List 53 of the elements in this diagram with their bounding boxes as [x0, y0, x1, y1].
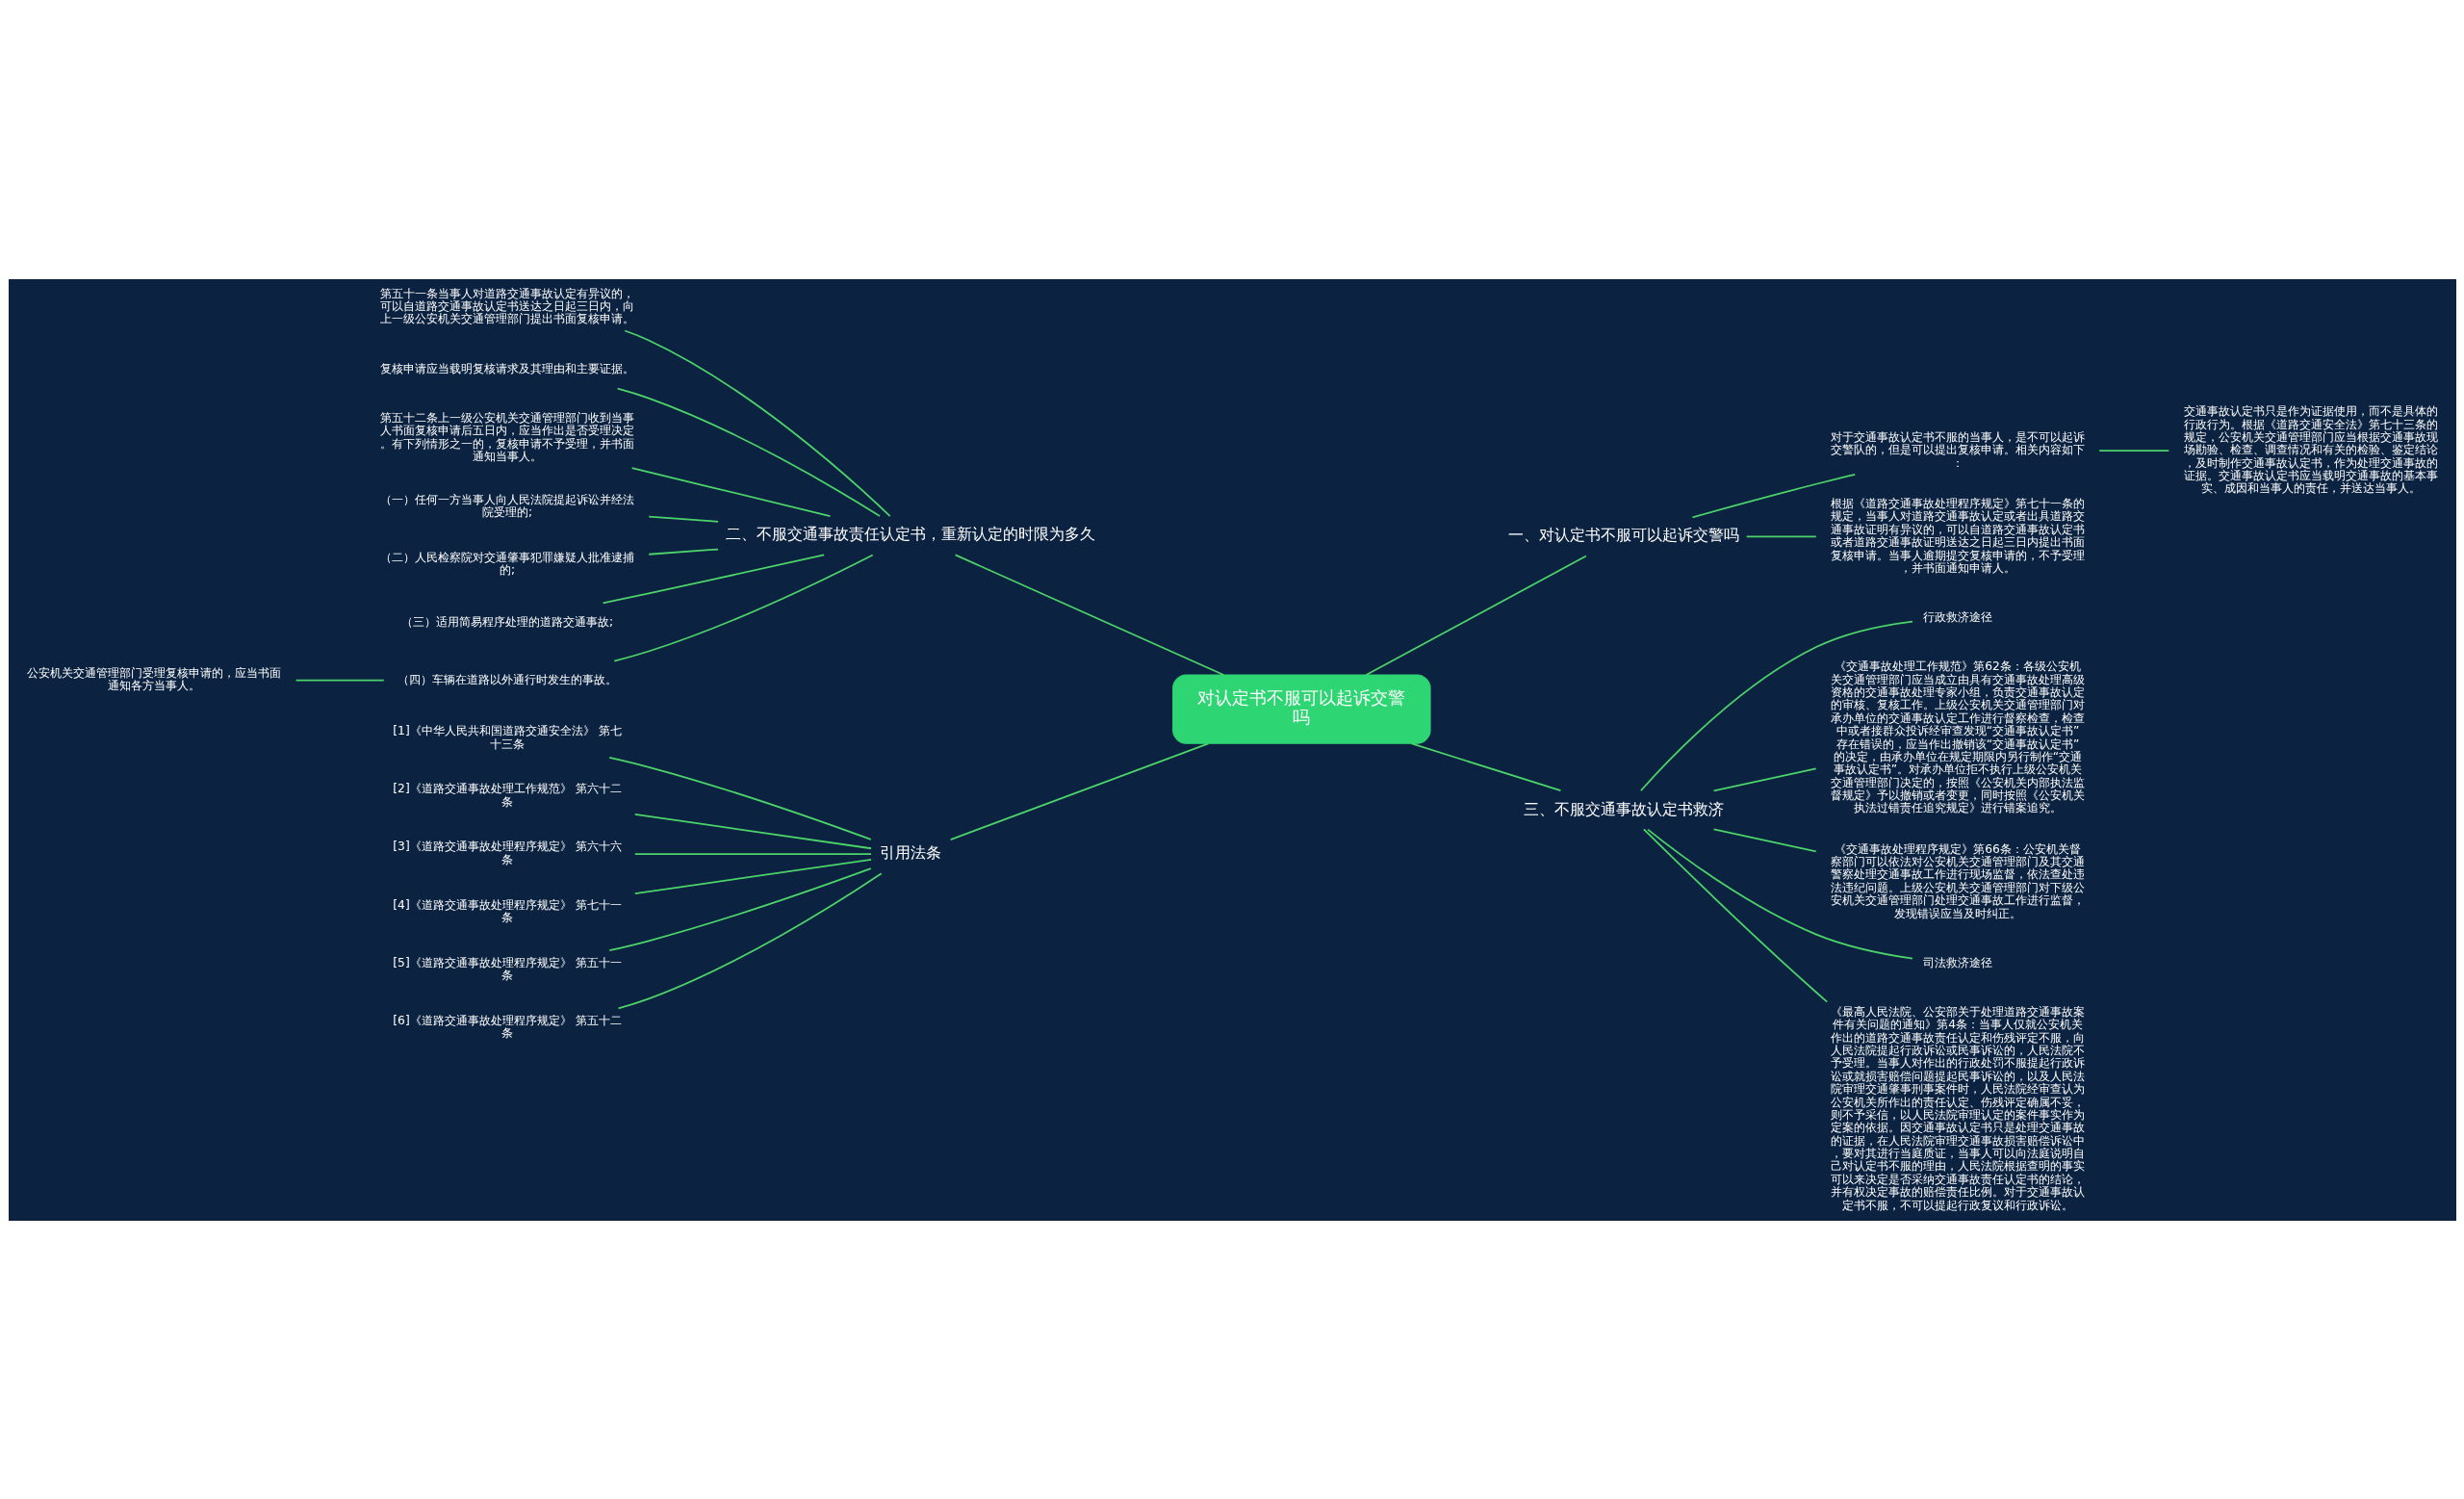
connector	[2097, 449, 2169, 452]
connector	[616, 387, 881, 517]
node-text: （二）人民检察院对交通肇事犯罪嫌疑人批准逮捕的;	[379, 550, 634, 577]
node-text: 《最高人民法院、公安部关于处理道路交通事故案件有关问题的通知》第4条：当事人仅就公安机关作出的道路交通事故责任认定和伤残评定不服，向人民法院提起行政诉讼或民事诉讼的，人民法院不予受理。当事人对作出的行政处罚不服提起行政诉讼或就损害赔偿问题提起民事诉讼的，以及人民法院审理交通肇事刑事案件时，人民法院经审查认为公安机关所作出的责任认定、伤残评定确属不妥，则不予采信，以人民法院审理认定的案件事实作为定案的依据。因交通事故认定书只是处理交通事故的证据，在人民法院审理交通事故损害赔偿诉讼中，要对其进行当庭质证，当事人可以向法庭说明自己对认定书不服的理由，人民法院根据查明的事实可以来决定是否采纳交通事故责任认定书的结论，并有权决定事故的赔偿责任比例。对于交通事故认定书不服，不可以提起行政复议和行政诉讼。	[1830, 1004, 2085, 1212]
connector	[633, 813, 872, 849]
connector	[623, 329, 891, 517]
connector	[1691, 473, 1856, 518]
connector	[1646, 828, 1913, 960]
node-text: 引用法条	[879, 843, 941, 862]
node-text: 交通事故认定书只是作为证据使用，而不是具体的行政行为。根据《道路交通安全法》第七十三条的规定，公安机关交通管理部门应当根据交通事故现场勘验、检查、调查情况和有关的检验、鉴定结论，及时制作交通事故认定书，作为处理交通事故的证据。交通事故认定书应当载明交通事故的基本事实、成因和当事人的责任，并送达当事人。	[2183, 403, 2438, 495]
node-text: （三）适用简易程序处理的道路交通事故;	[400, 614, 613, 629]
connector	[1639, 620, 1913, 791]
connector	[630, 466, 831, 517]
node-text: [3]《道路交通事故处理程序规定》 第六十六条	[392, 839, 622, 866]
node-text: [5]《道路交通事故处理程序规定》 第五十一条	[392, 955, 622, 982]
node-text: 对于交通事故认定书不服的当事人，是不可以起诉交警队的，但是可以提出复核申请。相关内容如下：	[1830, 429, 2085, 470]
node-text: 根据《道路交通事故处理程序规定》第七十一条的规定，当事人对道路交通事故认定或者出具道路交通事故证明有异议的，可以自道路交通事故认定书或者道路交通事故证明送达之日起三日内提出书面复核申请。当事人逾期提交复核申请的，不予受理，并书面通知申请人。	[1830, 496, 2085, 575]
connector	[633, 852, 872, 855]
node-text: 《交通事故处理程序规定》第66条：公安机关督察部门可以依法对公安机关交通管理部门及其交通警察处理交通事故工作进行现场监督，依法查处违法违纪问题。上级公安机关交通管理部门对下级公安机关交通管理部门处理交通事故工作进行监督，发现错误应当及时纠正。	[1830, 841, 2085, 920]
node-text: 第五十一条当事人对道路交通事故认定有异议的，可以自道路交通事故认定书送达之日起三日内，向上一级公安机关交通管理部门提出书面复核申请。	[379, 286, 634, 325]
node-text: （一）任何一方当事人向人民法院提起诉讼并经法院受理的;	[379, 492, 634, 519]
connector	[633, 858, 872, 894]
node-text: 司法救济途径	[1922, 955, 1992, 969]
node-text: 第五十二条上一级公安机关交通管理部门收到当事人书面复核申请后五日内，应当作出是否受理决定。有下列情形之一的，复核申请不予受理，并书面通知当事人。	[379, 410, 634, 463]
connector	[1365, 555, 1587, 676]
connector	[607, 756, 872, 840]
node-text: [4]《道路交通事故处理程序规定》 第七十一条	[392, 897, 622, 924]
node-text: 公安机关交通管理部门受理复核申请的，应当书面通知各方当事人。	[26, 665, 281, 692]
connector	[607, 866, 872, 951]
connector	[612, 554, 874, 661]
connector	[1642, 828, 1828, 1003]
connector	[954, 554, 1224, 676]
connector	[647, 548, 719, 556]
node-text: [2]《道路交通事故处理工作规范》 第六十二条	[392, 781, 622, 809]
node-text: 《交通事故处理工作规范》第62条：各级公安机关交通管理部门应当成立由具有交通事故处理高级资格的交通事故处理专家小组，负责交通事故认定的审核、复核工作。上级公安机关交通管理部门对承办单位的交通事故认定工作进行督察检查，检查中或者接群众投诉经审查发现“交通事故认定书”存在错误的，应当作出撤销该“交通事故认定书”的决定，由承办单位在规定期限内另行制作“交通事故认定书”。对承办单位拒不执行上级公安机关交通管理部门决定的，按照《公安机关内部执法监督规定》予以撤销或者变更，同时按照《公安机关执法过错责任追究规定》进行错案追究。	[1830, 659, 2085, 814]
connector	[295, 679, 385, 681]
connector	[1410, 742, 1561, 791]
connector	[617, 871, 883, 1009]
node-text: 二、不服交通事故责任认定书，重新认定的时限为多久	[725, 525, 1095, 543]
connector	[602, 553, 825, 604]
node-text: 行政救济途径	[1922, 609, 1992, 624]
node-text: [6]《道路交通事故处理程序规定》 第五十二条	[392, 1013, 622, 1040]
node-text: 复核申请应当载明复核请求及其理由和主要证据。	[379, 361, 634, 375]
node-text: 三、不服交通事故认定书救济	[1523, 800, 1724, 817]
node-text: 一、对认定书不服可以起诉交警吗	[1507, 526, 1739, 544]
node-box: 对认定书不服可以起诉交警吗	[1171, 673, 1431, 744]
node-text: [1]《中华人民共和国道路交通安全法》 第七十三条	[392, 723, 622, 751]
connector	[647, 515, 719, 523]
node-text: （四）车辆在道路以外通行时发生的事故。	[397, 672, 617, 686]
connector	[1712, 766, 1817, 791]
connector	[1745, 534, 1817, 537]
connector	[1712, 828, 1817, 852]
connector	[949, 741, 1209, 840]
